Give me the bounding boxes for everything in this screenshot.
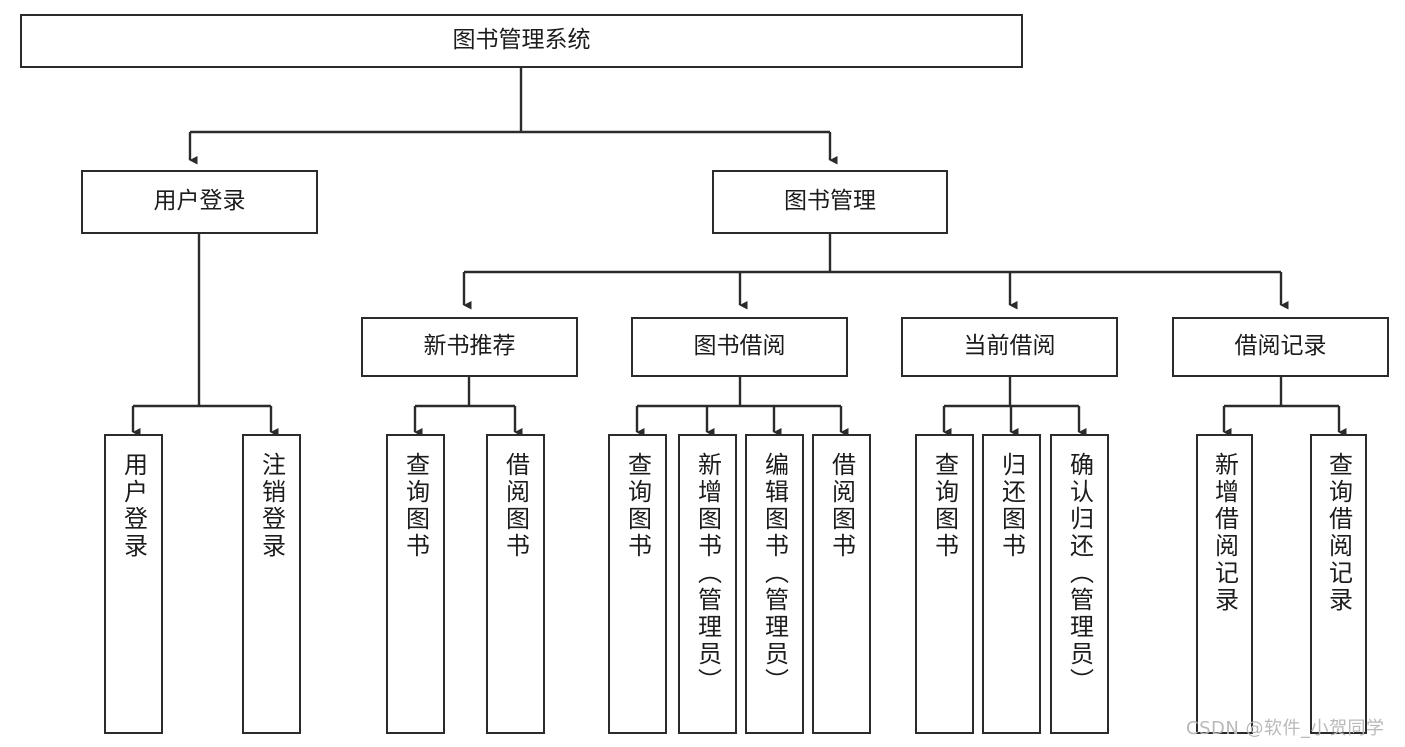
leaf-new-book-query[interactable]: 查询图书 [386, 434, 445, 734]
node-root[interactable]: 图书管理系统 [20, 14, 1023, 68]
leaf-user-login-signout-label: 注销登录 [257, 452, 286, 560]
leaf-user-login-signin-label: 用户登录 [119, 452, 148, 560]
leaf-book-borrow-query[interactable]: 查询图书 [608, 434, 667, 734]
leaf-borrow-record-query-label: 查询借阅记录 [1324, 452, 1353, 614]
leaf-book-borrow-query-label: 查询图书 [623, 452, 652, 560]
node-new-book-recommend-label: 新书推荐 [423, 333, 516, 360]
node-book-borrow-label: 图书借阅 [693, 333, 786, 360]
leaf-current-borrow-query-label: 查询图书 [930, 452, 959, 560]
leaf-new-book-query-label: 查询图书 [401, 452, 430, 560]
node-user-login-label: 用户登录 [153, 188, 246, 215]
leaf-borrow-record-add-label: 新增借阅记录 [1210, 452, 1239, 614]
leaf-new-book-borrow[interactable]: 借阅图书 [486, 434, 545, 734]
leaf-book-borrow-add-label: 新增图书（管理员） [693, 452, 722, 695]
leaf-current-borrow-confirm-label: 确认归还（管理员） [1065, 452, 1094, 695]
leaf-book-borrow-lend[interactable]: 借阅图书 [812, 434, 871, 734]
leaf-current-borrow-return-label: 归还图书 [997, 452, 1026, 560]
node-book-management-label: 图书管理 [784, 188, 876, 215]
leaf-current-borrow-return[interactable]: 归还图书 [982, 434, 1041, 734]
node-borrow-record[interactable]: 借阅记录 [1172, 317, 1389, 377]
leaf-borrow-record-query[interactable]: 查询借阅记录 [1310, 434, 1367, 734]
csdn-watermark: CSDN @软件_小贺同学 [1186, 718, 1385, 739]
leaf-current-borrow-query[interactable]: 查询图书 [915, 434, 974, 734]
leaf-borrow-record-add[interactable]: 新增借阅记录 [1196, 434, 1253, 734]
leaf-book-borrow-add[interactable]: 新增图书（管理员） [678, 434, 737, 734]
node-book-management[interactable]: 图书管理 [712, 170, 948, 234]
leaf-book-borrow-edit-label: 编辑图书（管理员） [760, 452, 789, 695]
node-user-login[interactable]: 用户登录 [81, 170, 318, 234]
leaf-new-book-borrow-label: 借阅图书 [501, 452, 530, 560]
node-book-borrow[interactable]: 图书借阅 [631, 317, 848, 377]
leaf-user-login-signout[interactable]: 注销登录 [242, 434, 301, 734]
leaf-book-borrow-edit[interactable]: 编辑图书（管理员） [745, 434, 804, 734]
leaf-book-borrow-lend-label: 借阅图书 [827, 452, 856, 560]
leaf-current-borrow-confirm[interactable]: 确认归还（管理员） [1050, 434, 1109, 734]
node-current-borrow-label: 当前借阅 [963, 333, 1056, 360]
node-new-book-recommend[interactable]: 新书推荐 [361, 317, 578, 377]
node-current-borrow[interactable]: 当前借阅 [901, 317, 1118, 377]
node-root-label: 图书管理系统 [452, 27, 591, 54]
node-borrow-record-label: 借阅记录 [1234, 333, 1327, 360]
leaf-user-login-signin[interactable]: 用户登录 [104, 434, 163, 734]
